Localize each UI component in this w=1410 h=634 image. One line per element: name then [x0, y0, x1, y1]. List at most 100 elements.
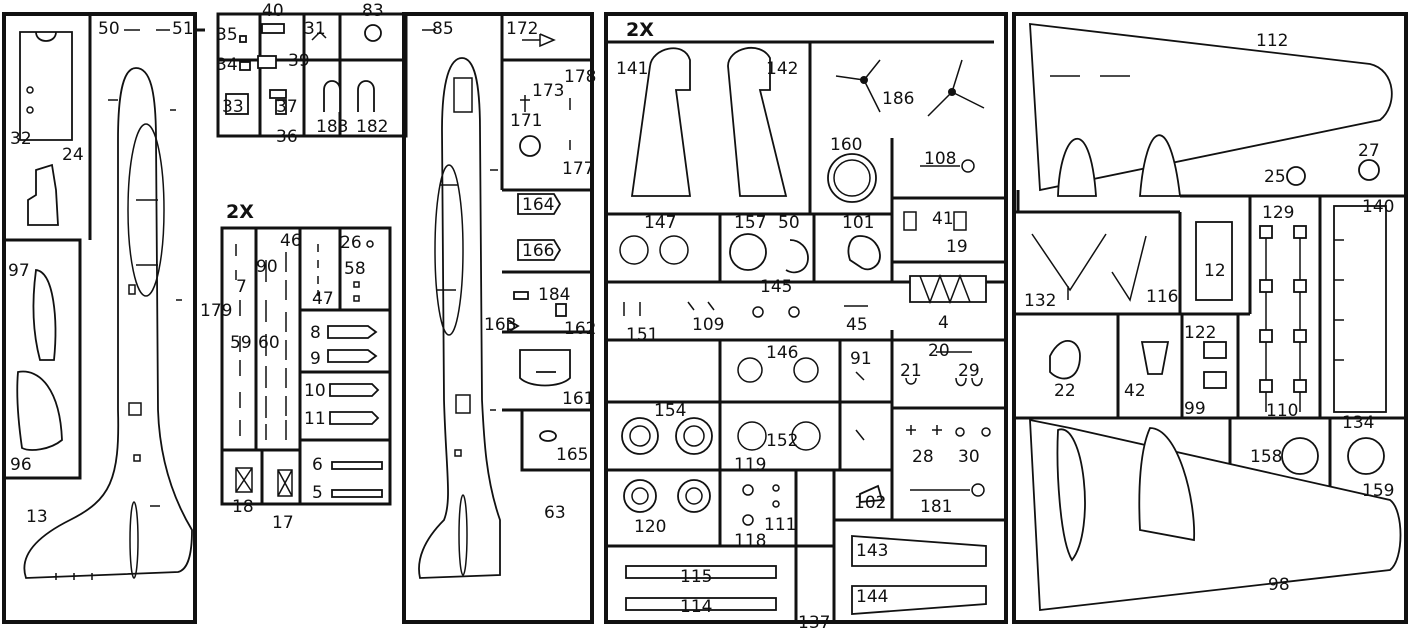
part-label: 13 — [26, 507, 48, 527]
part-label: 98 — [1268, 575, 1290, 595]
part-label: 152 — [766, 431, 798, 451]
part-label: 181 — [920, 497, 952, 517]
part-label: 177 — [562, 159, 594, 179]
part-label: 12 — [1204, 261, 1226, 281]
part-label: 166 — [522, 241, 554, 261]
part-label: 6 — [312, 455, 323, 475]
part-label: 4 — [938, 313, 949, 333]
part-label: 20 — [928, 341, 950, 361]
part-label: 179 — [200, 301, 232, 321]
part-label: 183 — [316, 117, 348, 137]
part-label: 50 — [98, 19, 120, 39]
part-label: 10 — [304, 381, 326, 401]
part-label: 146 — [766, 343, 798, 363]
part-label: 60 — [258, 333, 280, 353]
part-label: 102 — [854, 493, 886, 513]
part-label: 85 — [432, 19, 454, 39]
part-label: 9 — [310, 349, 321, 369]
part-label: 7 — [236, 277, 247, 297]
part-label: 83 — [362, 1, 384, 21]
part-label: 41 — [932, 209, 954, 229]
part-label: 134 — [1342, 413, 1374, 433]
part-label: 151 — [626, 325, 658, 345]
fuselage-half-left — [23, 67, 193, 580]
part-label: 26 — [340, 233, 362, 253]
part-label: 115 — [680, 567, 712, 587]
part-label: 116 — [1146, 287, 1178, 307]
sprue-c-labels: 112 25 27 129 140 132 116 12 22 42 122 9… — [1024, 31, 1394, 595]
part-label: 142 — [766, 59, 798, 79]
sprue-a-labels: 2X 50 51 35 40 34 39 31 83 85 33 37 36 1… — [8, 1, 596, 533]
part-label: 163 — [484, 315, 516, 335]
part-label: 173 — [532, 81, 564, 101]
part-label: 8 — [310, 323, 321, 343]
part-label: 108 — [924, 149, 956, 169]
part-label: 114 — [680, 597, 712, 617]
part-label: 184 — [538, 285, 570, 305]
part-label: 120 — [634, 517, 666, 537]
part-label: 157 — [734, 213, 766, 233]
sprue-b-frames — [604, 12, 1008, 624]
part-label: 27 — [1358, 141, 1380, 161]
part-label: 31 — [304, 19, 326, 39]
part-label: 30 — [958, 447, 980, 467]
part-label: 34 — [216, 55, 238, 75]
part-label: 21 — [900, 361, 922, 381]
part-label: 178 — [564, 67, 596, 87]
part-label: 37 — [276, 97, 298, 117]
part-label: 59 — [230, 333, 252, 353]
part-label: 137 — [798, 613, 830, 633]
part-label: 164 — [522, 195, 554, 215]
part-label: 145 — [760, 277, 792, 297]
sprue-b-labels: 2X 141 142 186 160 108 41 19 147 157 50 … — [616, 19, 980, 633]
part-label: 35 — [216, 25, 238, 45]
part-label: 140 — [1362, 197, 1394, 217]
part-label: 47 — [312, 289, 334, 309]
part-label: 158 — [1250, 447, 1282, 467]
part-label: 97 — [8, 261, 30, 281]
part-label: 159 — [1362, 481, 1394, 501]
part-label: 42 — [1124, 381, 1146, 401]
part-label: 90 — [256, 257, 278, 277]
part-label: 91 — [850, 349, 872, 369]
part-label: 132 — [1024, 291, 1056, 311]
fuselage-half-right — [418, 57, 501, 579]
part-label: 144 — [856, 587, 888, 607]
part-label: 160 — [830, 135, 862, 155]
part-label: 51 — [172, 19, 194, 39]
sprue-a-frames — [2, 12, 594, 624]
part-label: 28 — [912, 447, 934, 467]
multiplier-label-b: 2X — [626, 19, 654, 41]
part-label: 110 — [1266, 401, 1298, 421]
part-label: 46 — [280, 231, 302, 251]
part-label: 18 — [232, 497, 254, 517]
part-label: 32 — [10, 129, 32, 149]
part-label: 22 — [1054, 381, 1076, 401]
part-label: 112 — [1256, 31, 1288, 51]
part-label: 45 — [846, 315, 868, 335]
part-label: 118 — [734, 531, 766, 551]
part-label: 99 — [1184, 399, 1206, 419]
part-label: 58 — [344, 259, 366, 279]
part-label: 33 — [222, 97, 244, 117]
part-label: 5 — [312, 483, 323, 503]
part-label: 119 — [734, 455, 766, 475]
part-label: 25 — [1264, 167, 1286, 187]
small-parts-a — [16, 23, 571, 498]
part-label: 63 — [544, 503, 566, 523]
part-label: 129 — [1262, 203, 1294, 223]
part-label: 24 — [62, 145, 84, 165]
part-label: 122 — [1184, 323, 1216, 343]
part-label: 11 — [304, 409, 326, 429]
part-label: 50 — [778, 213, 800, 233]
part-label: 141 — [616, 59, 648, 79]
part-label: 39 — [288, 51, 310, 71]
part-label: 19 — [946, 237, 968, 257]
part-label: 143 — [856, 541, 888, 561]
part-label: 96 — [10, 455, 32, 475]
part-label: 165 — [556, 445, 588, 465]
part-label: 161 — [562, 389, 594, 409]
part-label: 109 — [692, 315, 724, 335]
